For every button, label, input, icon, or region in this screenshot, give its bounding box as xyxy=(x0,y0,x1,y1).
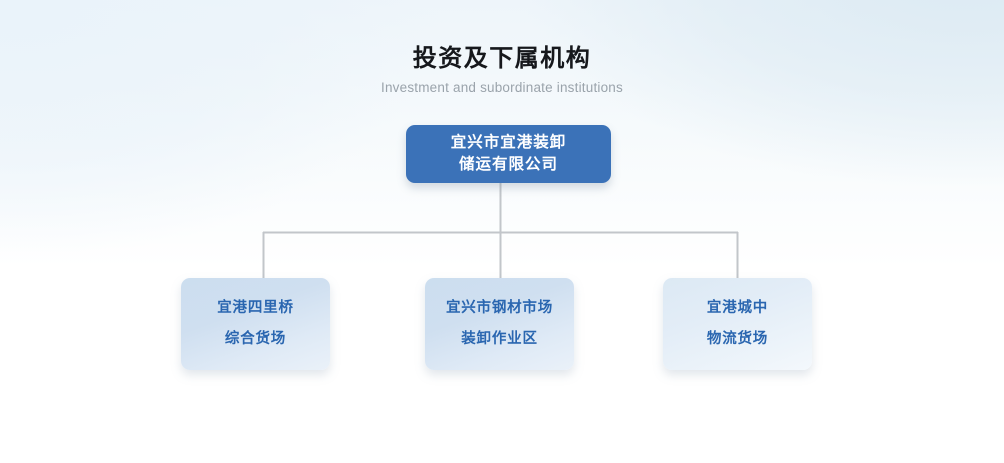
org-node-root-line2: 储运有限公司 xyxy=(458,156,558,173)
org-node-child-3-line2: 物流货场 xyxy=(706,331,769,347)
page-heading: 投资及下属机构 Investment and subordinate insti… xyxy=(0,44,1004,97)
org-node-child-1[interactable]: 宜港四里桥 综合货场 xyxy=(181,278,330,370)
org-node-root-line1: 宜兴市宜港装卸 xyxy=(450,134,567,151)
org-node-root[interactable]: 宜兴市宜港装卸 储运有限公司 xyxy=(406,125,611,183)
org-node-child-1-line2: 综合货场 xyxy=(224,331,287,347)
org-node-child-1-line1: 宜港四里桥 xyxy=(217,300,294,316)
org-node-child-2[interactable]: 宜兴市钢材市场 装卸作业区 xyxy=(425,278,574,370)
page-title: 投资及下属机构 xyxy=(412,45,592,72)
org-node-child-2-line2: 装卸作业区 xyxy=(461,331,538,347)
org-node-child-2-line1: 宜兴市钢材市场 xyxy=(445,300,554,316)
page-subtitle: Investment and subordinate institutions xyxy=(381,80,623,95)
org-node-child-3[interactable]: 宜港城中 物流货场 xyxy=(663,278,812,370)
org-node-child-3-line1: 宜港城中 xyxy=(706,300,769,316)
